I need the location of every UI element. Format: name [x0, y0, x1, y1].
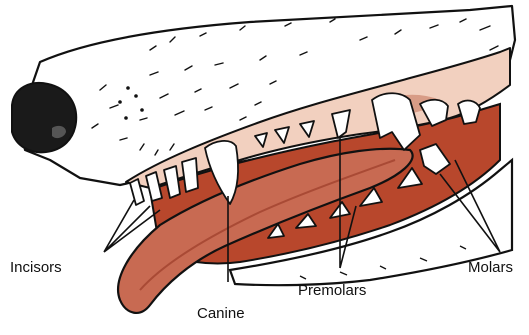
incisors-label: Incisors [10, 259, 62, 276]
nose-icon [12, 83, 76, 152]
premolars-label: Premolars [298, 282, 366, 299]
molars-label: Molars [468, 259, 513, 276]
canine-label: Canine [197, 305, 245, 322]
